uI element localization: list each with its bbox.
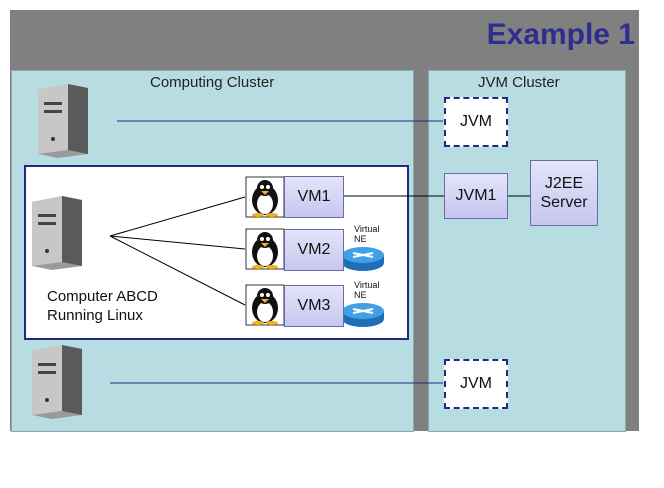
server-tower-icon <box>38 84 88 158</box>
vm3-box: VM3 <box>284 285 344 327</box>
jvm-cluster-label: JVM Cluster <box>478 74 560 91</box>
jvm-top-box: JVM <box>444 97 508 147</box>
router-icon <box>342 247 384 271</box>
vm2-box: VM2 <box>284 229 344 271</box>
tux-penguin-icon <box>245 176 285 218</box>
computing-cluster-label: Computing Cluster <box>150 74 275 91</box>
j2ee-server-line1: J2EE <box>544 175 584 192</box>
jvm1-box: JVM1 <box>444 173 508 219</box>
j2ee-server-box: J2EE Server <box>530 160 598 226</box>
j2ee-server-line2: Server <box>540 194 588 211</box>
computer-abcd-label: Computer ABCD Running Linux <box>47 288 158 324</box>
diagram-title: Example 1 <box>486 18 635 51</box>
virtual-ne-label: Virtual NE <box>354 280 380 300</box>
router-icon <box>342 303 384 327</box>
jvm-bottom-box: JVM <box>444 359 508 409</box>
vm1-box: VM1 <box>284 176 344 218</box>
tux-penguin-icon <box>245 284 285 326</box>
server-tower-icon <box>32 345 82 419</box>
tux-penguin-icon <box>245 228 285 270</box>
server-tower-icon <box>32 196 82 270</box>
virtual-ne-label: Virtual NE <box>354 224 380 244</box>
